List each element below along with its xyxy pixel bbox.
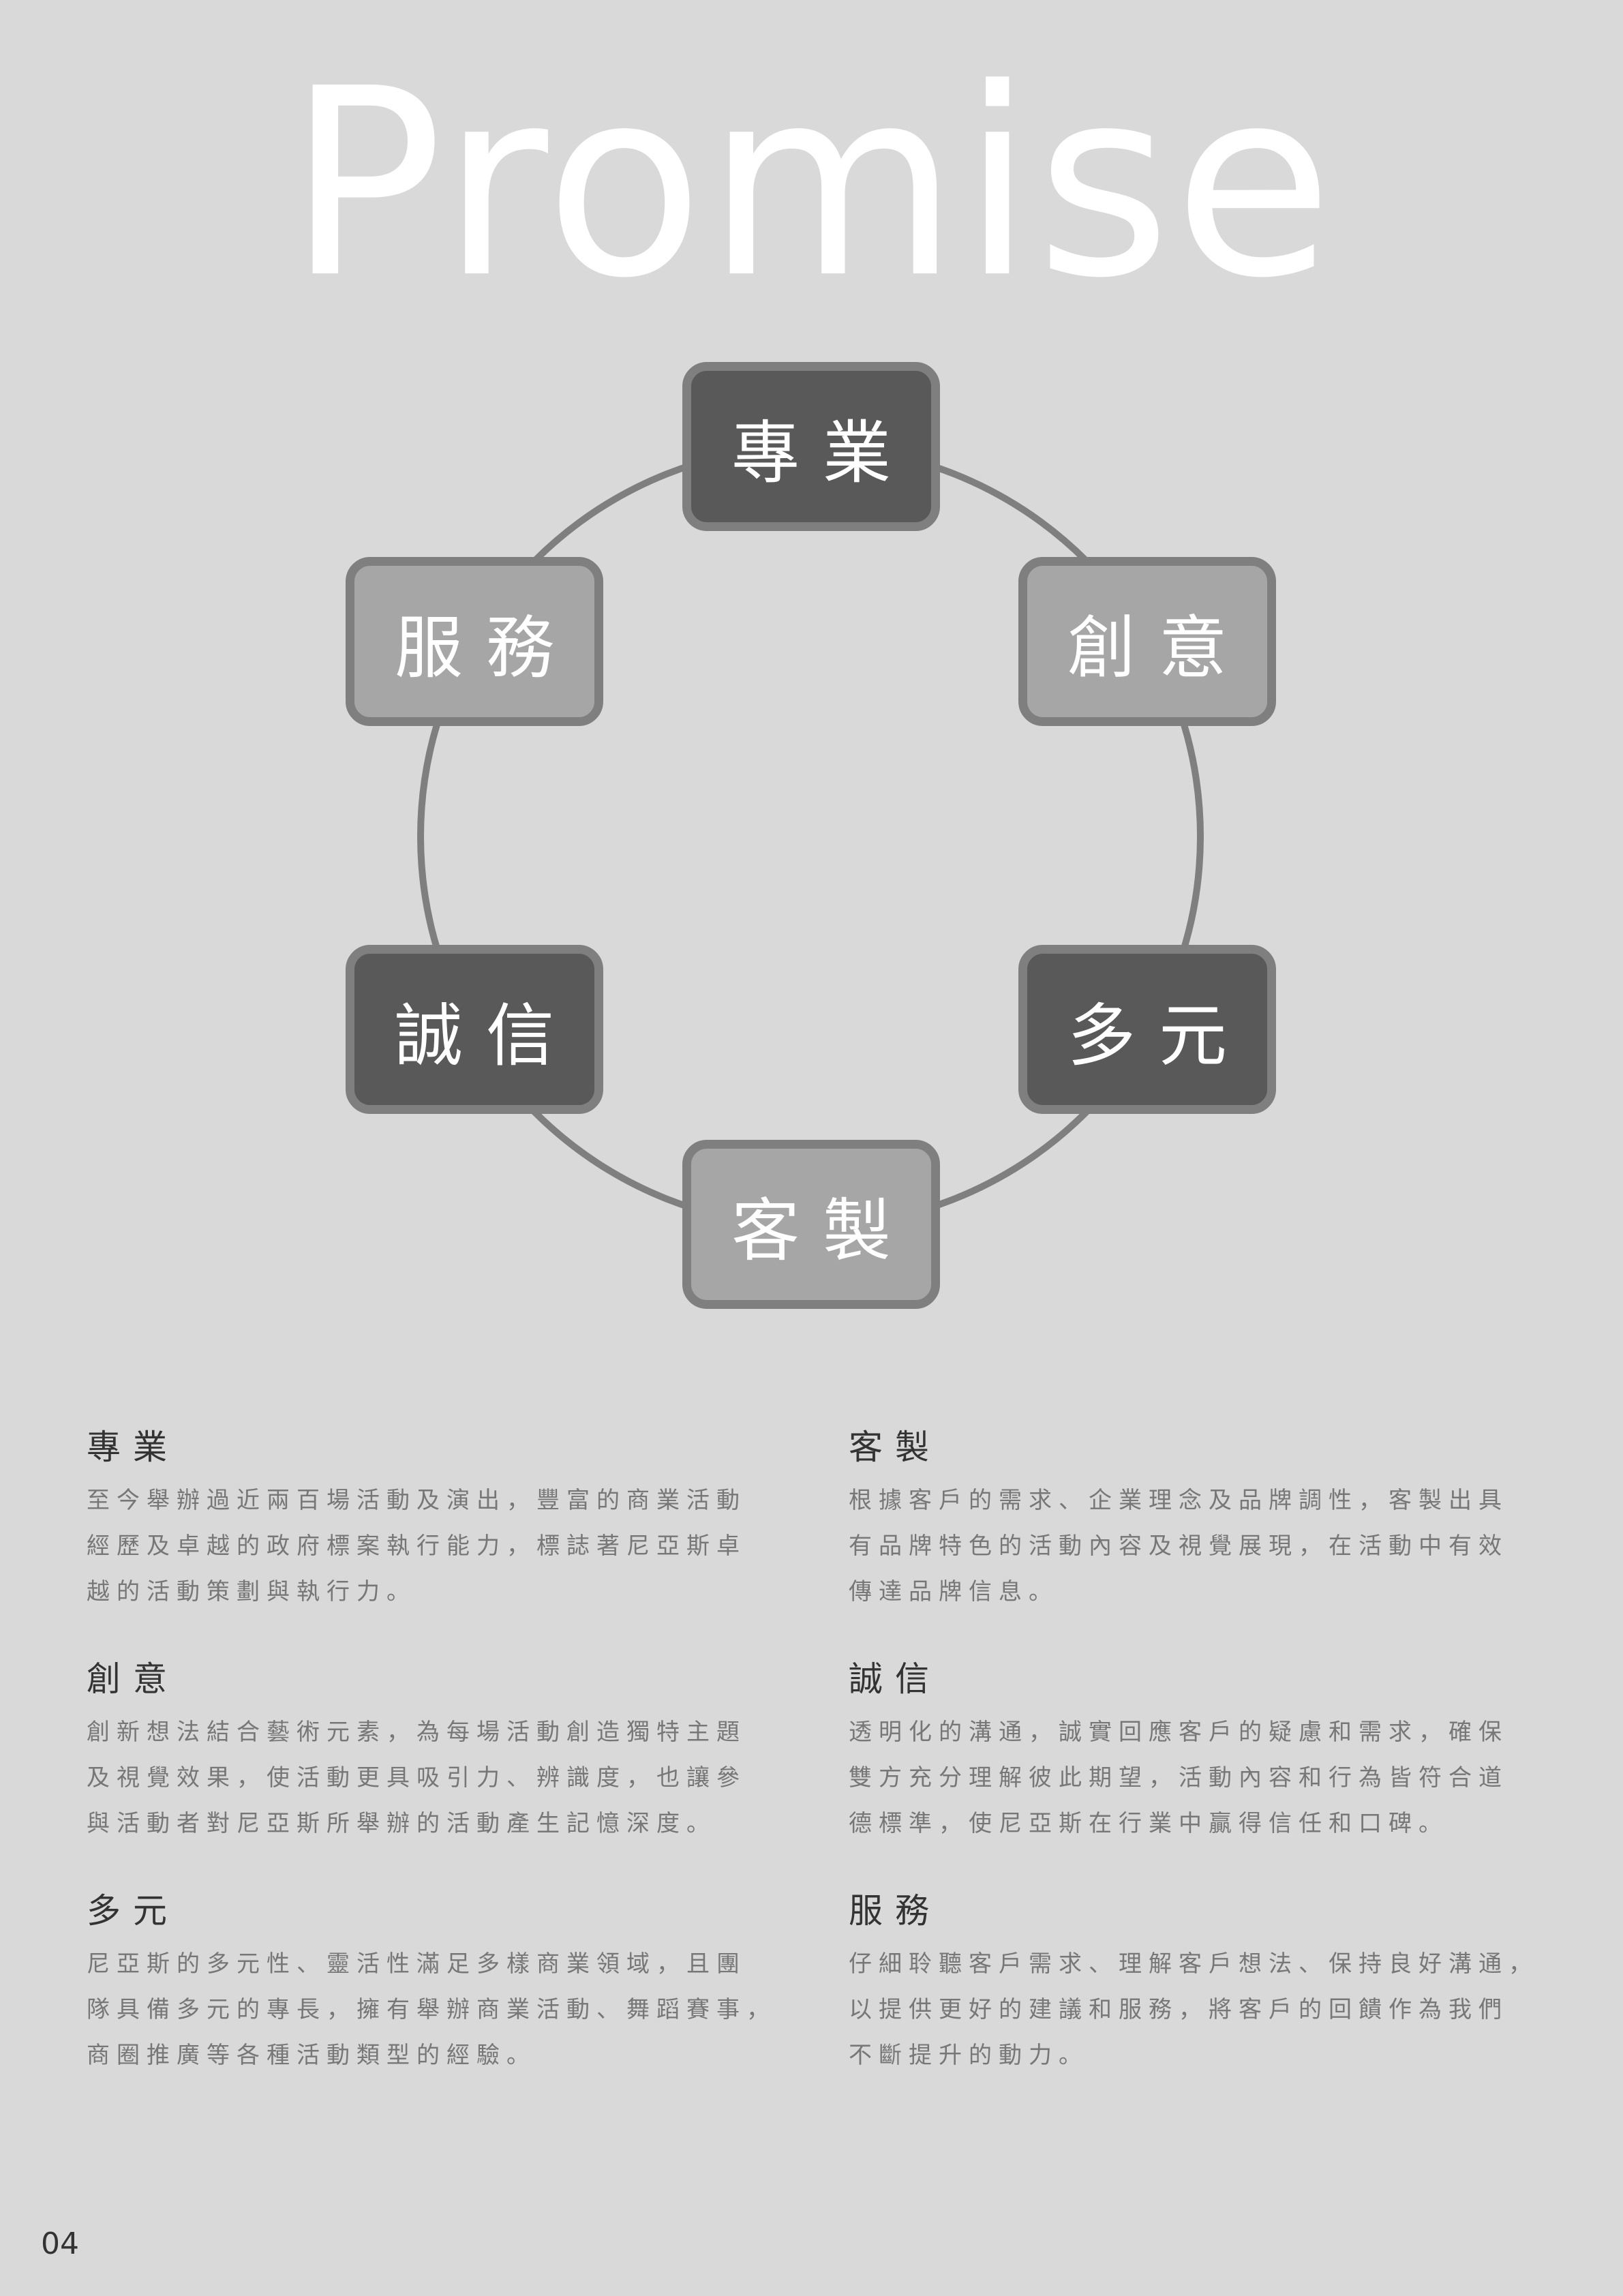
section-professional: 專業 至今舉辦過近兩百場活動及演出，豐富的商業活動 經歷及卓越的政府標案執行能力… <box>87 1423 809 1615</box>
node-service: 服務 <box>346 557 603 726</box>
section-heading: 多元 <box>87 1891 179 1931</box>
section-text-line: 傳達品牌信息。 <box>849 1578 1059 1605</box>
section-customization: 客製 根據客戶的需求、企業理念及品牌調性，客製出具 有品牌特色的活動內容及視覺展… <box>849 1423 1571 1615</box>
section-heading: 服務 <box>849 1891 941 1931</box>
section-heading: 誠信 <box>849 1659 941 1699</box>
section-text-line: 以提供更好的建議和服務，將客戶的回饋作為我們 <box>849 1996 1508 2023</box>
section-heading: 創意 <box>87 1659 179 1699</box>
section-text-line: 尼亞斯的多元性、靈活性滿足多樣商業領域，且團 <box>87 1950 746 1978</box>
section-text-line: 仔細聆聽客戶需求、理解客戶想法、保持良好溝通， <box>849 1950 1538 1978</box>
section-text-line: 不斷提升的動力。 <box>849 2042 1089 2069</box>
section-service: 服務 仔細聆聽客戶需求、理解客戶想法、保持良好溝通， 以提供更好的建議和服務，將… <box>849 1887 1571 2079</box>
section-text-line: 隊具備多元的專長，擁有舉辦商業活動、舞蹈賽事， <box>87 1996 776 2023</box>
section-diversity: 多元 尼亞斯的多元性、靈活性滿足多樣商業領域，且團 隊具備多元的專長，擁有舉辦商… <box>87 1887 809 2079</box>
section-integrity: 誠信 透明化的溝通，誠實回應客戶的疑慮和需求，確保 雙方充分理解彼此期望，活動內… <box>849 1655 1571 1847</box>
section-text-line: 越的活動策劃與執行力。 <box>87 1578 416 1605</box>
section-text-line: 至今舉辦過近兩百場活動及演出，豐富的商業活動 <box>87 1487 746 1514</box>
node-customization: 客製 <box>682 1140 940 1309</box>
section-text-line: 經歷及卓越的政府標案執行能力，標誌著尼亞斯卓 <box>87 1532 746 1560</box>
section-text-line: 德標準，使尼亞斯在行業中贏得信任和口碑。 <box>849 1810 1448 1837</box>
page-title: Promise <box>287 33 1336 335</box>
node-professional: 專業 <box>682 362 940 531</box>
node-diversity: 多元 <box>1018 945 1276 1114</box>
section-text-line: 有品牌特色的活動內容及視覺展現，在活動中有效 <box>849 1532 1508 1560</box>
section-heading: 客製 <box>849 1428 941 1467</box>
section-text-line: 與活動者對尼亞斯所舉辦的活動產生記憶深度。 <box>87 1810 716 1837</box>
section-text-line: 商圈推廣等各種活動類型的經驗。 <box>87 2042 536 2069</box>
section-text-line: 根據客戶的需求、企業理念及品牌調性，客製出具 <box>849 1487 1508 1514</box>
section-text-line: 雙方充分理解彼此期望，活動內容和行為皆符合道 <box>849 1764 1508 1792</box>
node-integrity: 誠信 <box>346 945 603 1114</box>
section-text-line: 透明化的溝通，誠實回應客戶的疑慮和需求，確保 <box>849 1719 1508 1746</box>
node-creativity: 創意 <box>1018 557 1276 726</box>
section-text-line: 創新想法結合藝術元素，為每場活動創造獨特主題 <box>87 1719 746 1746</box>
section-text-line: 及視覺效果，使活動更具吸引力、辨識度，也讓參 <box>87 1764 746 1792</box>
section-heading: 專業 <box>87 1428 179 1467</box>
page-number: 04 <box>41 2226 79 2261</box>
section-creativity: 創意 創新想法結合藝術元素，為每場活動創造獨特主題 及視覺效果，使活動更具吸引力… <box>87 1655 809 1847</box>
